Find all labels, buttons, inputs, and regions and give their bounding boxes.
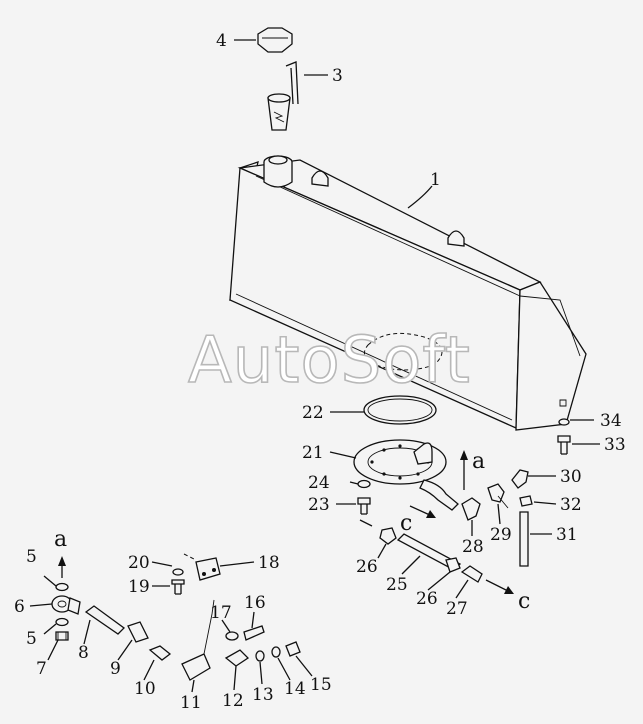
plug-15 [285, 641, 301, 657]
flow-label-a-left: a [54, 527, 67, 552]
flow-label-c-mid: c [400, 511, 412, 536]
callout-19: 19 [128, 577, 150, 597]
bolt-16 [243, 625, 265, 641]
fitting-9 [127, 621, 149, 643]
elbow-30 [511, 469, 529, 489]
leader-lines [29, 39, 600, 693]
filler-strainer [267, 93, 291, 131]
callout-10: 10 [134, 679, 156, 699]
valve-body-11 [181, 599, 215, 681]
flow-label-a-right: a [472, 449, 485, 474]
ring-13 [255, 650, 265, 662]
bolt-23 [357, 497, 371, 515]
hose-31 [519, 511, 529, 567]
callout-31: 31 [556, 525, 578, 545]
callout-24: 24 [308, 473, 330, 493]
cover-plate [353, 439, 459, 511]
callout-26-right: 26 [416, 589, 438, 609]
callout-21: 21 [302, 443, 324, 463]
pipe-25 [396, 533, 462, 571]
fitting-32 [519, 495, 533, 507]
callout-28: 28 [462, 537, 484, 557]
o-ring [363, 395, 437, 425]
callout-34: 34 [600, 411, 622, 431]
washer-24 [357, 479, 371, 489]
callout-15: 15 [310, 675, 332, 695]
retaining-pin [285, 61, 299, 105]
callout-3: 3 [332, 66, 343, 86]
washer-5-top [55, 582, 69, 592]
fuel-tank [229, 155, 587, 431]
washer-5-bottom [55, 617, 69, 627]
callout-26-left: 26 [356, 557, 378, 577]
watermark: AutoSoft [188, 324, 471, 398]
nut-26-left [379, 527, 397, 545]
callout-5-bottom: 5 [26, 629, 37, 649]
bracket-18 [195, 557, 221, 581]
callout-7: 7 [36, 659, 47, 679]
callout-18: 18 [258, 553, 280, 573]
callout-14: 14 [284, 679, 306, 699]
callout-1: 1 [430, 170, 441, 190]
flow-arrow-a-right [460, 450, 468, 490]
bolt-33 [557, 435, 571, 455]
bolt-19 [171, 579, 185, 595]
callout-20: 20 [128, 553, 150, 573]
callout-17: 17 [210, 603, 232, 623]
callout-12: 12 [222, 691, 244, 711]
callout-33: 33 [604, 435, 626, 455]
callout-6: 6 [14, 597, 25, 617]
flow-arrow-c-mid [359, 505, 436, 527]
fitting-29 [487, 483, 509, 509]
pipe-8 [84, 605, 125, 635]
fitting-27 [460, 565, 483, 583]
callout-27: 27 [446, 599, 468, 619]
callout-4: 4 [216, 31, 227, 51]
callout-25: 25 [386, 575, 408, 595]
washer-34 [558, 418, 570, 426]
callout-labels: 4 3 1 22 21 24 23 34 33 30 32 31 29 28 2… [14, 31, 626, 713]
bolt-7 [55, 631, 69, 641]
washer-17 [225, 631, 239, 641]
callout-11: 11 [180, 693, 202, 713]
banjo-fitting-6 [51, 595, 81, 615]
ring-14 [271, 646, 281, 658]
callout-8: 8 [78, 643, 89, 663]
flow-label-c-right: c [518, 589, 530, 614]
callout-5-top: 5 [26, 547, 37, 567]
callout-16: 16 [244, 593, 266, 613]
filler-cap [257, 27, 293, 53]
callout-13: 13 [252, 685, 274, 705]
washer-20 [172, 568, 184, 576]
fitting-12 [224, 649, 250, 667]
callout-32: 32 [560, 495, 582, 515]
elbow-fitting-28 [461, 497, 481, 521]
flow-arrow-a-left [58, 556, 66, 578]
flow-arrow-c-right [485, 579, 514, 594]
callout-30: 30 [560, 467, 582, 487]
callout-23: 23 [308, 495, 330, 515]
nut-26-right [445, 557, 461, 573]
callout-29: 29 [490, 525, 512, 545]
callout-9: 9 [110, 659, 121, 679]
callout-22: 22 [302, 403, 324, 423]
nipple-10 [148, 645, 172, 661]
